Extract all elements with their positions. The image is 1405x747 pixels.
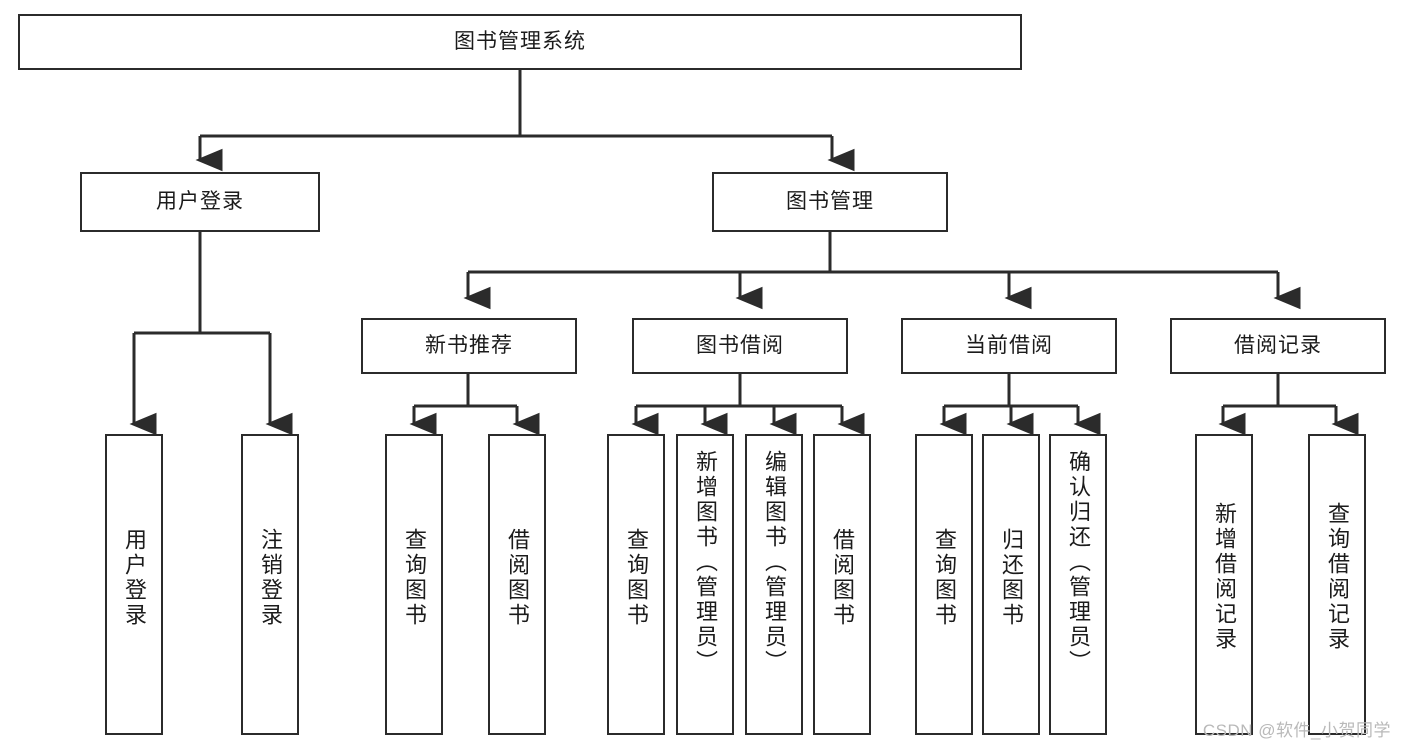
leaf-book-borrow-borrow-book[interactable]: 借阅图书	[813, 434, 871, 735]
node-label: 图书借阅	[696, 333, 784, 357]
node-user-login[interactable]: 用户登录	[80, 172, 320, 232]
leaf-current-borrow-confirm-return-admin[interactable]: 确认归还（管理员）	[1049, 434, 1107, 735]
leaf-label: 编辑图书（管理员）	[762, 450, 787, 675]
node-new-book-recommend[interactable]: 新书推荐	[361, 318, 577, 374]
leaf-label: 借阅图书	[830, 528, 855, 628]
leaf-label: 借阅图书	[505, 528, 530, 628]
node-label: 借阅记录	[1234, 333, 1322, 357]
leaf-borrow-record-query-record[interactable]: 查询借阅记录	[1308, 434, 1366, 735]
leaf-label: 查询借阅记录	[1325, 502, 1350, 652]
node-root-system[interactable]: 图书管理系统	[18, 14, 1022, 70]
node-label: 新书推荐	[425, 333, 513, 357]
leaf-new-book-borrow-book[interactable]: 借阅图书	[488, 434, 546, 735]
leaf-book-borrow-add-book-admin[interactable]: 新增图书（管理员）	[676, 434, 734, 735]
node-current-borrow[interactable]: 当前借阅	[901, 318, 1117, 374]
leaf-label: 查询图书	[402, 528, 427, 628]
leaf-label: 新增借阅记录	[1212, 502, 1237, 652]
leaf-label: 查询图书	[624, 528, 649, 628]
node-label: 图书管理系统	[454, 29, 586, 53]
leaf-book-borrow-edit-book-admin[interactable]: 编辑图书（管理员）	[745, 434, 803, 735]
leaf-label: 确认归还（管理员）	[1066, 450, 1091, 675]
csdn-watermark: CSDN @软件_小贺同学	[1202, 721, 1391, 740]
node-label: 用户登录	[156, 189, 244, 213]
leaf-label: 注销登录	[258, 528, 283, 628]
leaf-current-borrow-return-book[interactable]: 归还图书	[982, 434, 1040, 735]
leaf-current-borrow-query-book[interactable]: 查询图书	[915, 434, 973, 735]
node-book-borrow[interactable]: 图书借阅	[632, 318, 848, 374]
leaf-user-login-login[interactable]: 用户登录	[105, 434, 163, 735]
leaf-user-login-logout[interactable]: 注销登录	[241, 434, 299, 735]
leaf-borrow-record-add-record[interactable]: 新增借阅记录	[1195, 434, 1253, 735]
node-book-manage[interactable]: 图书管理	[712, 172, 948, 232]
leaf-label: 查询图书	[932, 528, 957, 628]
leaf-label: 归还图书	[999, 528, 1024, 628]
node-borrow-record[interactable]: 借阅记录	[1170, 318, 1386, 374]
leaf-book-borrow-query-book[interactable]: 查询图书	[607, 434, 665, 735]
node-label: 当前借阅	[965, 333, 1053, 357]
node-label: 图书管理	[786, 189, 874, 213]
leaf-new-book-query-book[interactable]: 查询图书	[385, 434, 443, 735]
leaf-label: 新增图书（管理员）	[693, 450, 718, 675]
leaf-label: 用户登录	[122, 528, 147, 628]
